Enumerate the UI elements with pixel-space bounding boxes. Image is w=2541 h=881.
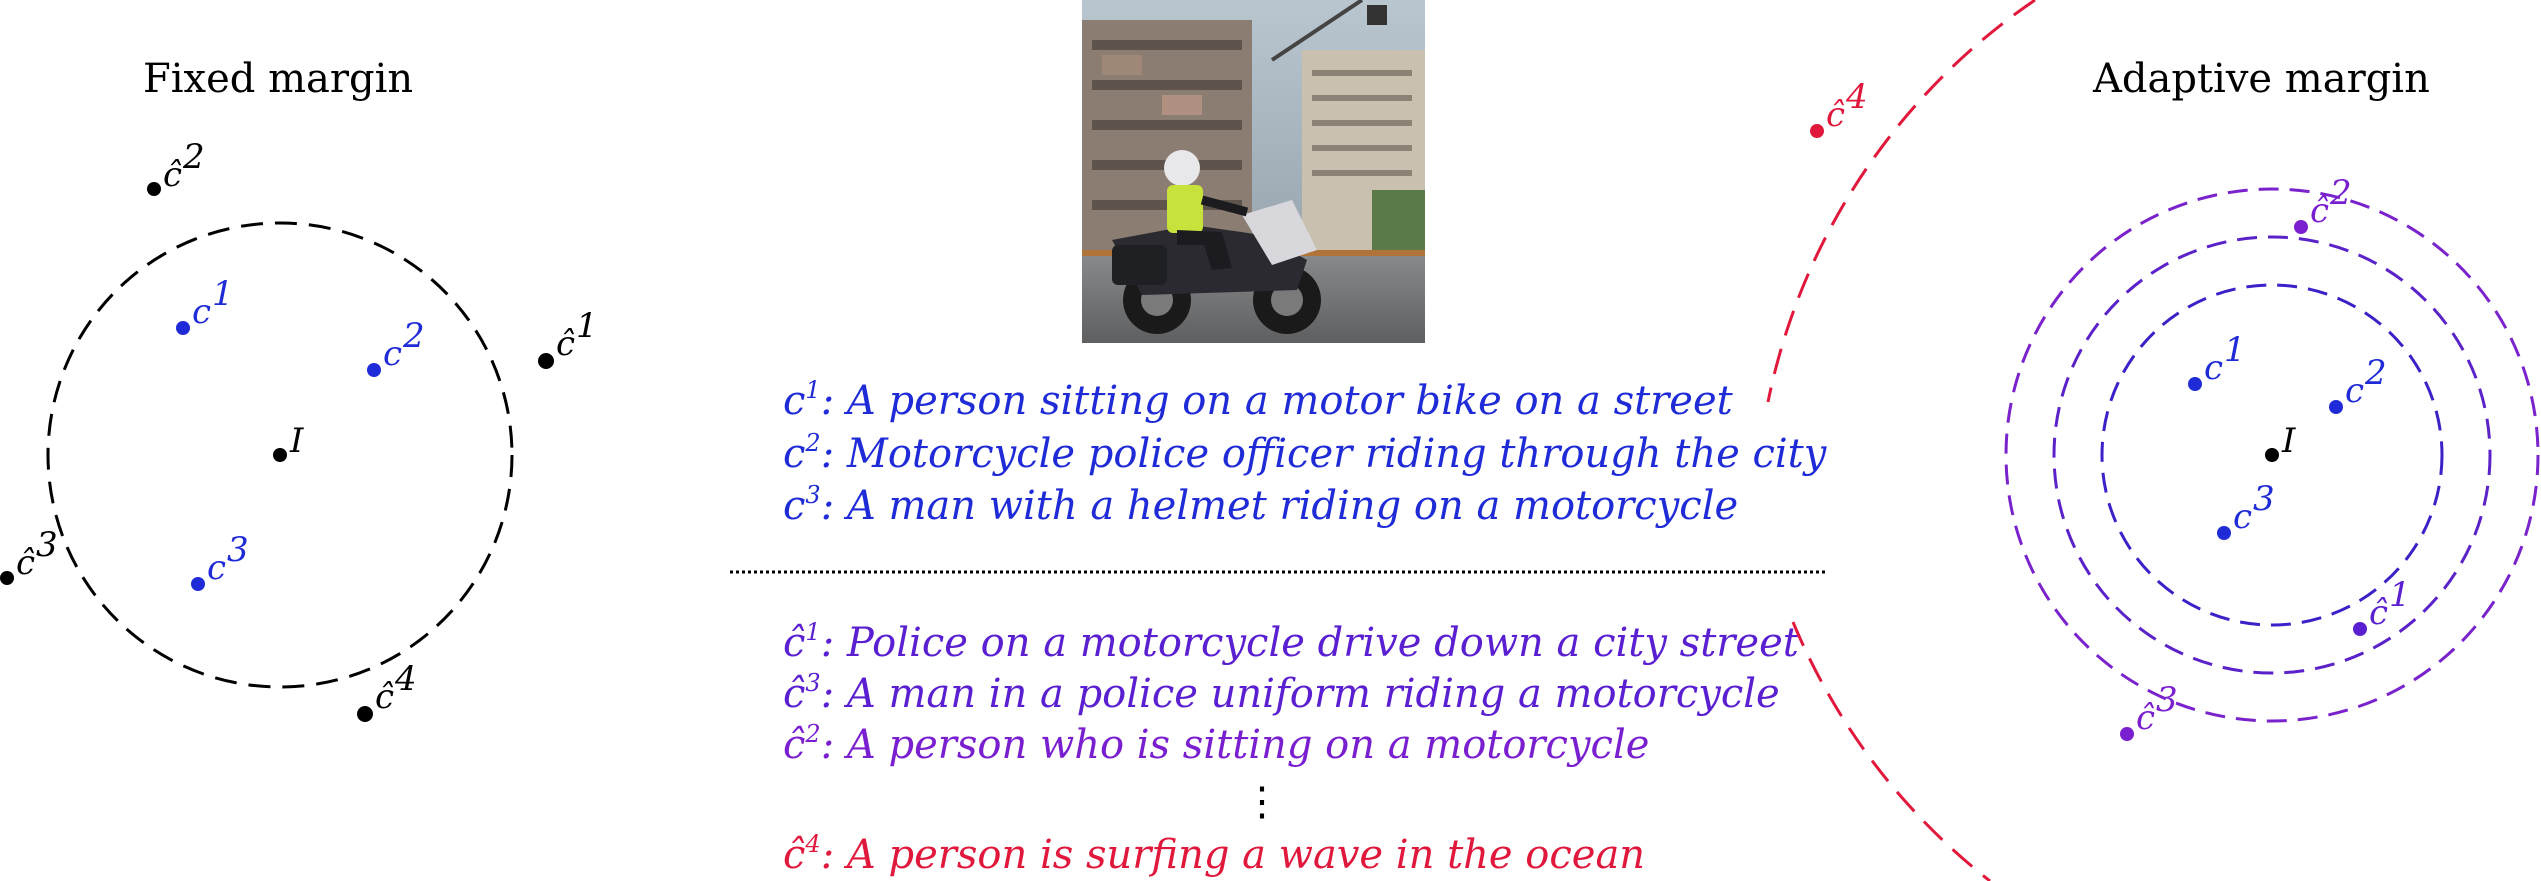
svg-text:c1: A person sitting on a moto: c1: A person sitting on a motor bike on …: [783, 376, 1734, 424]
motorcycle-photo: [1082, 0, 1425, 343]
adaptive-ring-inner: [2100, 283, 2444, 627]
svg-text:ĉ: ĉ: [163, 155, 182, 195]
positive-caption-2: c2: Motorcycle police officer riding thr…: [783, 429, 1828, 477]
adaptive-ring-outer: [2004, 187, 2540, 723]
far-margin-arc-bottom: [1791, 621, 1991, 881]
svg-text:3: 3: [2156, 680, 2178, 720]
adaptive-negative-ch1: ĉ 1: [2353, 575, 2411, 636]
fixed-margin-panel: Fixed margin I c 1 c 2 c 3 ĉ 2 ĉ: [0, 56, 598, 722]
adaptive-positive-c1: c 1: [2188, 330, 2246, 391]
adaptive-image-anchor-label: I: [2281, 421, 2296, 461]
caption-ellipsis: ⋮: [1242, 779, 1282, 825]
svg-text:1: 1: [2389, 575, 2411, 615]
adaptive-margin-title: Adaptive margin: [2092, 56, 2430, 102]
svg-text:2: 2: [2364, 353, 2387, 393]
svg-text:4: 4: [1845, 77, 1868, 117]
fixed-negative-ch3: ĉ 3: [0, 525, 58, 585]
positive-caption-1: c1: A person sitting on a motor bike on …: [783, 376, 1734, 424]
image-anchor-point: [273, 448, 287, 462]
svg-text:3: 3: [2253, 479, 2275, 519]
svg-text:2: 2: [402, 316, 425, 356]
fixed-negative-ch4: ĉ 4: [357, 659, 417, 722]
fixed-positive-c1: c 1: [176, 274, 234, 335]
negative-caption-3: ĉ3: A man in a police uniform riding a m…: [783, 669, 1780, 717]
svg-text:2: 2: [182, 137, 205, 177]
svg-text:c: c: [2204, 348, 2223, 388]
svg-text:ĉ: ĉ: [2369, 593, 2388, 633]
svg-text:ĉ4: A person is surfing a wave: ĉ4: A person is surfing a wave in the oc…: [783, 830, 1645, 878]
svg-text:ĉ2: A person who is sitting on: ĉ2: A person who is sitting on a motorcy…: [783, 720, 1649, 768]
far-margin-arc-top: [1766, 0, 2036, 403]
svg-text:1: 1: [2224, 330, 2246, 370]
svg-text:4: 4: [394, 659, 417, 699]
negative-caption-1: ĉ1: Police on a motorcycle drive down a …: [783, 618, 1800, 666]
negative-caption-2: ĉ2: A person who is sitting on a motorcy…: [783, 720, 1649, 768]
svg-text:ĉ: ĉ: [556, 324, 575, 364]
svg-text:1: 1: [212, 274, 234, 314]
svg-text:c: c: [192, 292, 211, 332]
svg-text:ĉ: ĉ: [2136, 698, 2155, 738]
fixed-margin-ring: [46, 221, 514, 689]
adaptive-ring-middle: [2052, 235, 2492, 675]
adaptive-negative-ch2: ĉ 2: [2294, 173, 2352, 234]
fixed-positive-c3: c 3: [191, 530, 249, 591]
svg-text:c2: Motorcycle police officer: c2: Motorcycle police officer riding thr…: [783, 429, 1828, 477]
adaptive-negative-ch3: ĉ 3: [2120, 680, 2178, 741]
svg-text:ĉ: ĉ: [16, 543, 35, 583]
adaptive-margin-panel: Adaptive margin I c 1 c 2 c 3 ĉ: [1766, 0, 2540, 881]
svg-text:2: 2: [2329, 173, 2352, 213]
fixed-margin-title: Fixed margin: [143, 56, 413, 102]
fixed-negative-ch2: ĉ 2: [147, 137, 205, 196]
svg-text:3: 3: [227, 530, 249, 570]
positive-caption-3: c3: A man with a helmet riding on a moto…: [783, 481, 1738, 529]
svg-text:ĉ: ĉ: [1826, 95, 1845, 135]
svg-text:ĉ3: A man in a police uniform: ĉ3: A man in a police uniform riding a m…: [783, 669, 1780, 717]
svg-text:c3: A man with a helmet riding: c3: A man with a helmet riding on a moto…: [783, 481, 1738, 529]
svg-text:c: c: [2345, 371, 2364, 411]
svg-text:ĉ: ĉ: [2310, 191, 2329, 231]
fixed-negative-ch1: ĉ 1: [538, 306, 598, 369]
captions-panel: c1: A person sitting on a motor bike on …: [730, 376, 1828, 878]
adaptive-negative-ch4: ĉ 4: [1810, 77, 1868, 138]
adaptive-positive-c2: c 2: [2329, 353, 2387, 414]
svg-text:c: c: [383, 334, 402, 374]
adaptive-image-anchor-point: [2265, 448, 2279, 462]
svg-text:3: 3: [36, 525, 58, 565]
svg-text:c: c: [2233, 497, 2252, 537]
negative-caption-4: ĉ4: A person is surfing a wave in the oc…: [783, 830, 1645, 878]
image-anchor-label: I: [289, 421, 304, 461]
svg-text:1: 1: [576, 306, 598, 346]
svg-text:ĉ1: Police on a motorcycle dri: ĉ1: Police on a motorcycle drive down a …: [783, 618, 1800, 666]
svg-text:c: c: [207, 548, 226, 588]
fixed-positive-c2: c 2: [367, 316, 425, 377]
svg-text:ĉ: ĉ: [375, 677, 394, 717]
adaptive-positive-c3: c 3: [2217, 479, 2275, 540]
